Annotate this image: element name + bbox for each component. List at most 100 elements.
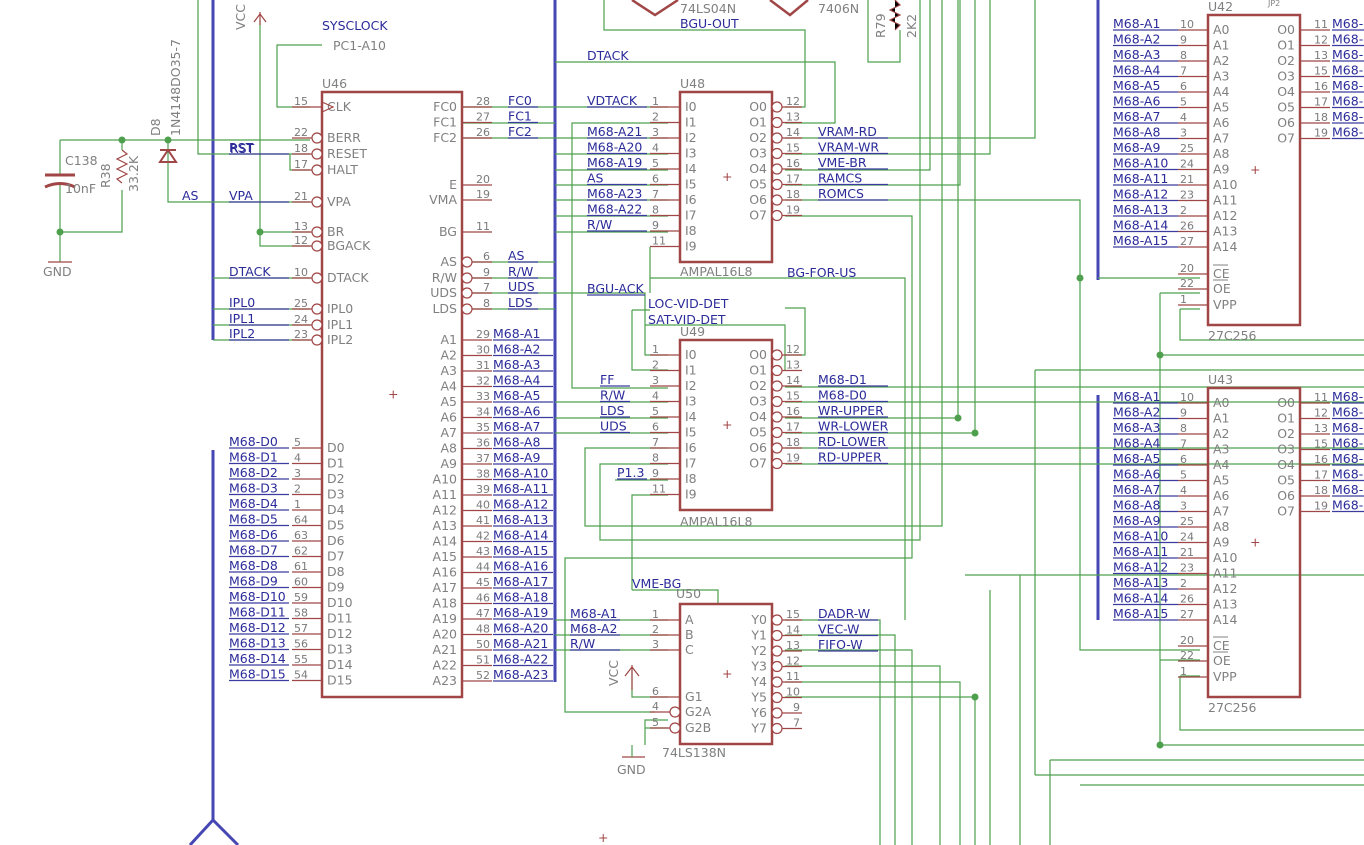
u48-out-pin-name: O5 bbox=[749, 177, 767, 192]
u48-out-net-label: ROMCS bbox=[818, 186, 864, 201]
u48-in-pin-number: 4 bbox=[652, 142, 659, 155]
u46-data-net-label: M68-D7 bbox=[229, 543, 278, 558]
u43-out-net-label: M68- bbox=[1332, 420, 1363, 435]
u48-in-pin-number: 8 bbox=[652, 204, 659, 217]
u42-out-pin-name: O6 bbox=[1277, 115, 1295, 130]
u48-out-inversion-bubble bbox=[771, 132, 783, 144]
u46-right-inversion-bubble bbox=[461, 256, 473, 268]
u46-addr-net-label: M68-A11 bbox=[493, 481, 548, 496]
u42-addr-pin-name: A14 bbox=[1213, 239, 1238, 254]
u43-ref: U43 bbox=[1208, 372, 1233, 387]
u50-out-pin-name: Y1 bbox=[750, 628, 767, 643]
u46-left-inversion-bubble bbox=[311, 303, 323, 315]
u46-left-pin-number: 24 bbox=[294, 313, 308, 326]
u48-out-pin-name: O4 bbox=[749, 161, 767, 176]
u42-addr-net-label: M68-A9 bbox=[1113, 140, 1160, 155]
u48-out-pin-name: O6 bbox=[749, 192, 767, 207]
u46-right-pin-number: 8 bbox=[483, 297, 490, 310]
u46-right-net-label: UDS bbox=[508, 279, 535, 294]
u49-in-pin-name: I1 bbox=[685, 363, 697, 378]
u46-right-net-label: R/W bbox=[508, 264, 533, 279]
u46-right-pin-name: VMA bbox=[429, 192, 457, 207]
u46-addr-pin-name: A16 bbox=[433, 565, 458, 580]
u49-ref: U49 bbox=[680, 324, 705, 339]
u50-body bbox=[678, 602, 774, 746]
u42-addr-net-label: M68-A7 bbox=[1113, 109, 1160, 124]
u49-in-net-label: UDS bbox=[600, 419, 627, 434]
u46-left-pin-name: IPL2 bbox=[327, 332, 353, 347]
u43-out-pin-number: 18 bbox=[1314, 484, 1328, 497]
u42-addr-pin-name: A4 bbox=[1213, 84, 1230, 99]
u46-data-pin-name: D7 bbox=[327, 549, 345, 564]
u42-out-net-label: M68- bbox=[1332, 94, 1363, 109]
u42-out-pin-name: O3 bbox=[1277, 69, 1295, 84]
u48-out-inversion-bubble bbox=[771, 101, 783, 113]
wires bbox=[56, 0, 1364, 845]
u48-out-pin-number: 17 bbox=[786, 173, 800, 186]
u49-out-inversion-bubble bbox=[771, 426, 783, 439]
power-symbols: VCC GND VCC GND bbox=[43, 4, 646, 777]
u46-left-pin-name: IPL1 bbox=[327, 317, 353, 332]
u42-addr-net-label: M68-A3 bbox=[1113, 47, 1160, 62]
u48-in-pin-name: I3 bbox=[685, 146, 697, 161]
u46-left-pin-name: BERR bbox=[327, 130, 361, 145]
u46-body bbox=[320, 90, 464, 699]
u43-addr-net-label: M68-A3 bbox=[1113, 420, 1160, 435]
u43-addr-pin-number: 10 bbox=[1180, 391, 1194, 404]
u46-right-pin-number: 20 bbox=[476, 173, 490, 186]
u48-out-net-label: VRAM-WR bbox=[818, 140, 879, 155]
u46-left-inversion-bubble bbox=[311, 196, 323, 208]
u50-out-pin-name: Y7 bbox=[750, 721, 767, 736]
u50-in-pin-name: A bbox=[685, 612, 694, 627]
u46-data-pin-name: D2 bbox=[327, 471, 345, 486]
vcc-mid-label: VCC bbox=[606, 660, 621, 686]
u46-addr-net-label: M68-A8 bbox=[493, 435, 540, 450]
u46-addr-pin-number: 44 bbox=[476, 561, 490, 574]
r79-value: 2K2 bbox=[904, 14, 919, 38]
u43-ctrl-pin-number: 22 bbox=[1180, 649, 1194, 662]
u43-addr-pin-number: 25 bbox=[1180, 515, 1194, 528]
u49-in-net-label: P1.3 bbox=[617, 465, 644, 480]
u42-addr-net-label: M68-A5 bbox=[1113, 78, 1160, 93]
u46-data-pin-name: D3 bbox=[327, 487, 345, 502]
u43-addr-net-label: M68-A12 bbox=[1113, 560, 1168, 575]
u50-in-pin-number: 4 bbox=[652, 700, 659, 713]
u43-out-pin-number: 12 bbox=[1314, 407, 1328, 420]
u46-fc-pin-name: FC1 bbox=[433, 115, 457, 130]
u46-left-pin-number: 25 bbox=[294, 297, 308, 310]
u46-data-pin-name: D0 bbox=[327, 440, 345, 455]
u48-in-pin-name: I0 bbox=[685, 99, 697, 114]
u43-addr-pin-name: A7 bbox=[1213, 504, 1230, 519]
u42-out-net-label: M68- bbox=[1332, 109, 1363, 124]
u43-addr-pin-name: A6 bbox=[1213, 488, 1230, 503]
u48-out-pin-name: O7 bbox=[749, 208, 767, 223]
u43-addr-net-label: M68-A15 bbox=[1113, 606, 1168, 621]
u49-in-pin-name: I5 bbox=[685, 425, 697, 440]
u46-data-pin-number: 1 bbox=[294, 498, 301, 511]
u42-addr-net-label: M68-A2 bbox=[1113, 32, 1160, 47]
u43-addr-pin-number: 23 bbox=[1180, 562, 1194, 575]
u49-out-pin-name: O3 bbox=[749, 394, 767, 409]
u46-rst-extra: RST bbox=[230, 141, 255, 156]
u46-right-pin-name: BG bbox=[439, 224, 457, 239]
u49-out-pin-name: O7 bbox=[749, 456, 767, 471]
u46-data-net-label: M68-D5 bbox=[229, 512, 278, 527]
u46-data-pin-number: 64 bbox=[294, 514, 308, 527]
u46-data-pin-number: 2 bbox=[294, 483, 301, 496]
u46-addr-pin-number: 33 bbox=[476, 390, 490, 403]
u46-addr-pin-name: A15 bbox=[433, 549, 457, 564]
u50-out-inversion-bubble bbox=[771, 645, 783, 657]
u48-in-net-label: M68-A19 bbox=[587, 155, 642, 170]
u43-addr-pin-name: A0 bbox=[1213, 395, 1230, 410]
u49-in-net-label: FF bbox=[600, 372, 614, 387]
u49-out-pin-number: 17 bbox=[786, 421, 800, 434]
u46-right-pin-number: 9 bbox=[483, 266, 490, 279]
u43-addr-pin-name: A2 bbox=[1213, 426, 1230, 441]
u46-left-net-label: RST bbox=[229, 140, 254, 155]
u48-out-pin-name: O1 bbox=[749, 115, 767, 130]
u50-out-pin-number: 15 bbox=[786, 608, 800, 621]
u42-addr-pin-number: 10 bbox=[1180, 18, 1194, 31]
u46-fc-net-label: FC0 bbox=[508, 93, 532, 108]
u46-data-pin-name: D1 bbox=[327, 456, 345, 471]
u46-fc-pin-number: 27 bbox=[476, 111, 490, 124]
